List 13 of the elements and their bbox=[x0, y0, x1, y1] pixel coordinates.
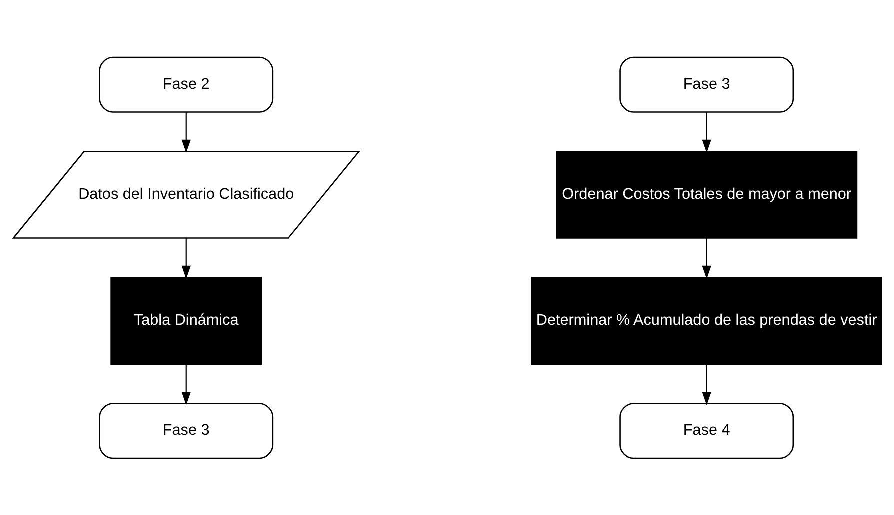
arrow bbox=[181, 364, 190, 405]
arrow bbox=[702, 364, 711, 405]
node-box: Fase 3 bbox=[98, 402, 274, 459]
node-box: Determinar % Acumulado de las prendas de vestir bbox=[530, 276, 882, 364]
arrow bbox=[702, 238, 711, 279]
node-box: Fase 4 bbox=[619, 402, 794, 459]
arrow bbox=[702, 112, 711, 153]
node-box: Tabla Dinámica bbox=[110, 276, 262, 364]
arrow bbox=[181, 112, 190, 153]
node-box: Fase 3 bbox=[619, 56, 794, 112]
node-box: Ordenar Costos Totales de mayor a menor bbox=[556, 150, 858, 238]
node-box: Fase 2 bbox=[98, 56, 274, 112]
arrow bbox=[181, 238, 190, 279]
